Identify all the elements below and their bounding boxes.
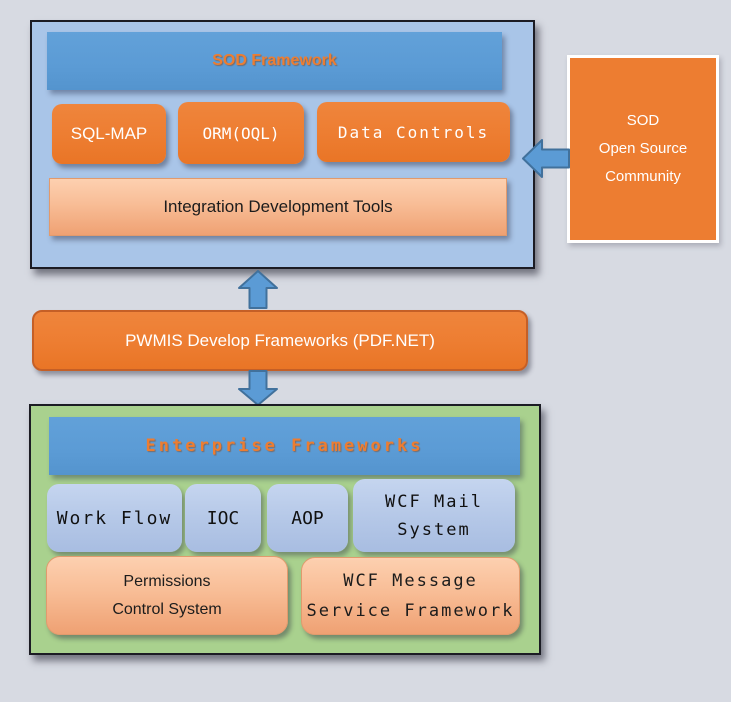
enterprise-header: Enterprise Frameworks <box>49 417 520 475</box>
wcf-mail-line-2: System <box>397 519 471 540</box>
aop-label: AOP <box>291 507 324 529</box>
enterprise-container: Enterprise Frameworks Work Flow IOC AOP … <box>29 404 541 655</box>
data-controls-box: Data Controls <box>317 102 510 162</box>
enterprise-title: Enterprise Frameworks <box>145 436 424 456</box>
wcf-message-box: WCF Message Service Framework <box>301 557 520 635</box>
wcf-mail-line-1: WCF Mail <box>385 491 483 512</box>
sql-map-label: SQL-MAP <box>70 124 148 143</box>
integration-tools-label: Integration Development Tools <box>163 197 393 216</box>
work-flow-box: Work Flow <box>47 484 182 552</box>
ioc-box: IOC <box>185 484 261 552</box>
permissions-box: Permissions Control System <box>46 556 288 635</box>
wcf-mail-box: WCF Mail System <box>353 479 515 552</box>
pwmis-box: PWMIS Develop Frameworks (PDF.NET) <box>32 310 528 371</box>
orm-oql-label: ORM(OQL) <box>202 123 280 143</box>
sod-community-box: SOD Open Source Community <box>567 55 719 243</box>
sod-framework-container: SOD Framework SQL-MAP ORM(OQL) Data Cont… <box>30 20 535 269</box>
integration-tools-box: Integration Development Tools <box>49 178 507 236</box>
wcf-message-line-1: WCF Message <box>343 571 478 591</box>
sod-framework-title: SOD Framework <box>212 52 337 69</box>
sod-framework-header: SOD Framework <box>47 32 502 90</box>
arrow-up-icon <box>238 270 278 309</box>
permissions-line-2: Control System <box>112 600 222 618</box>
sql-map-box: SQL-MAP <box>52 104 166 164</box>
arrow-left-icon <box>522 139 570 178</box>
work-flow-label: Work Flow <box>56 507 173 529</box>
aop-box: AOP <box>267 484 348 552</box>
community-line-3: Community <box>605 168 681 185</box>
wcf-message-line-2: Service Framework <box>306 601 515 621</box>
orm-oql-box: ORM(OQL) <box>178 102 304 164</box>
ioc-label: IOC <box>206 507 240 529</box>
community-line-2: Open Source <box>598 140 688 157</box>
data-controls-label: Data Controls <box>337 122 490 142</box>
arrow-down-icon <box>238 370 278 406</box>
community-line-1: SOD <box>626 112 660 129</box>
permissions-line-1: Permissions <box>123 572 211 590</box>
pwmis-label: PWMIS Develop Frameworks (PDF.NET) <box>125 330 435 350</box>
